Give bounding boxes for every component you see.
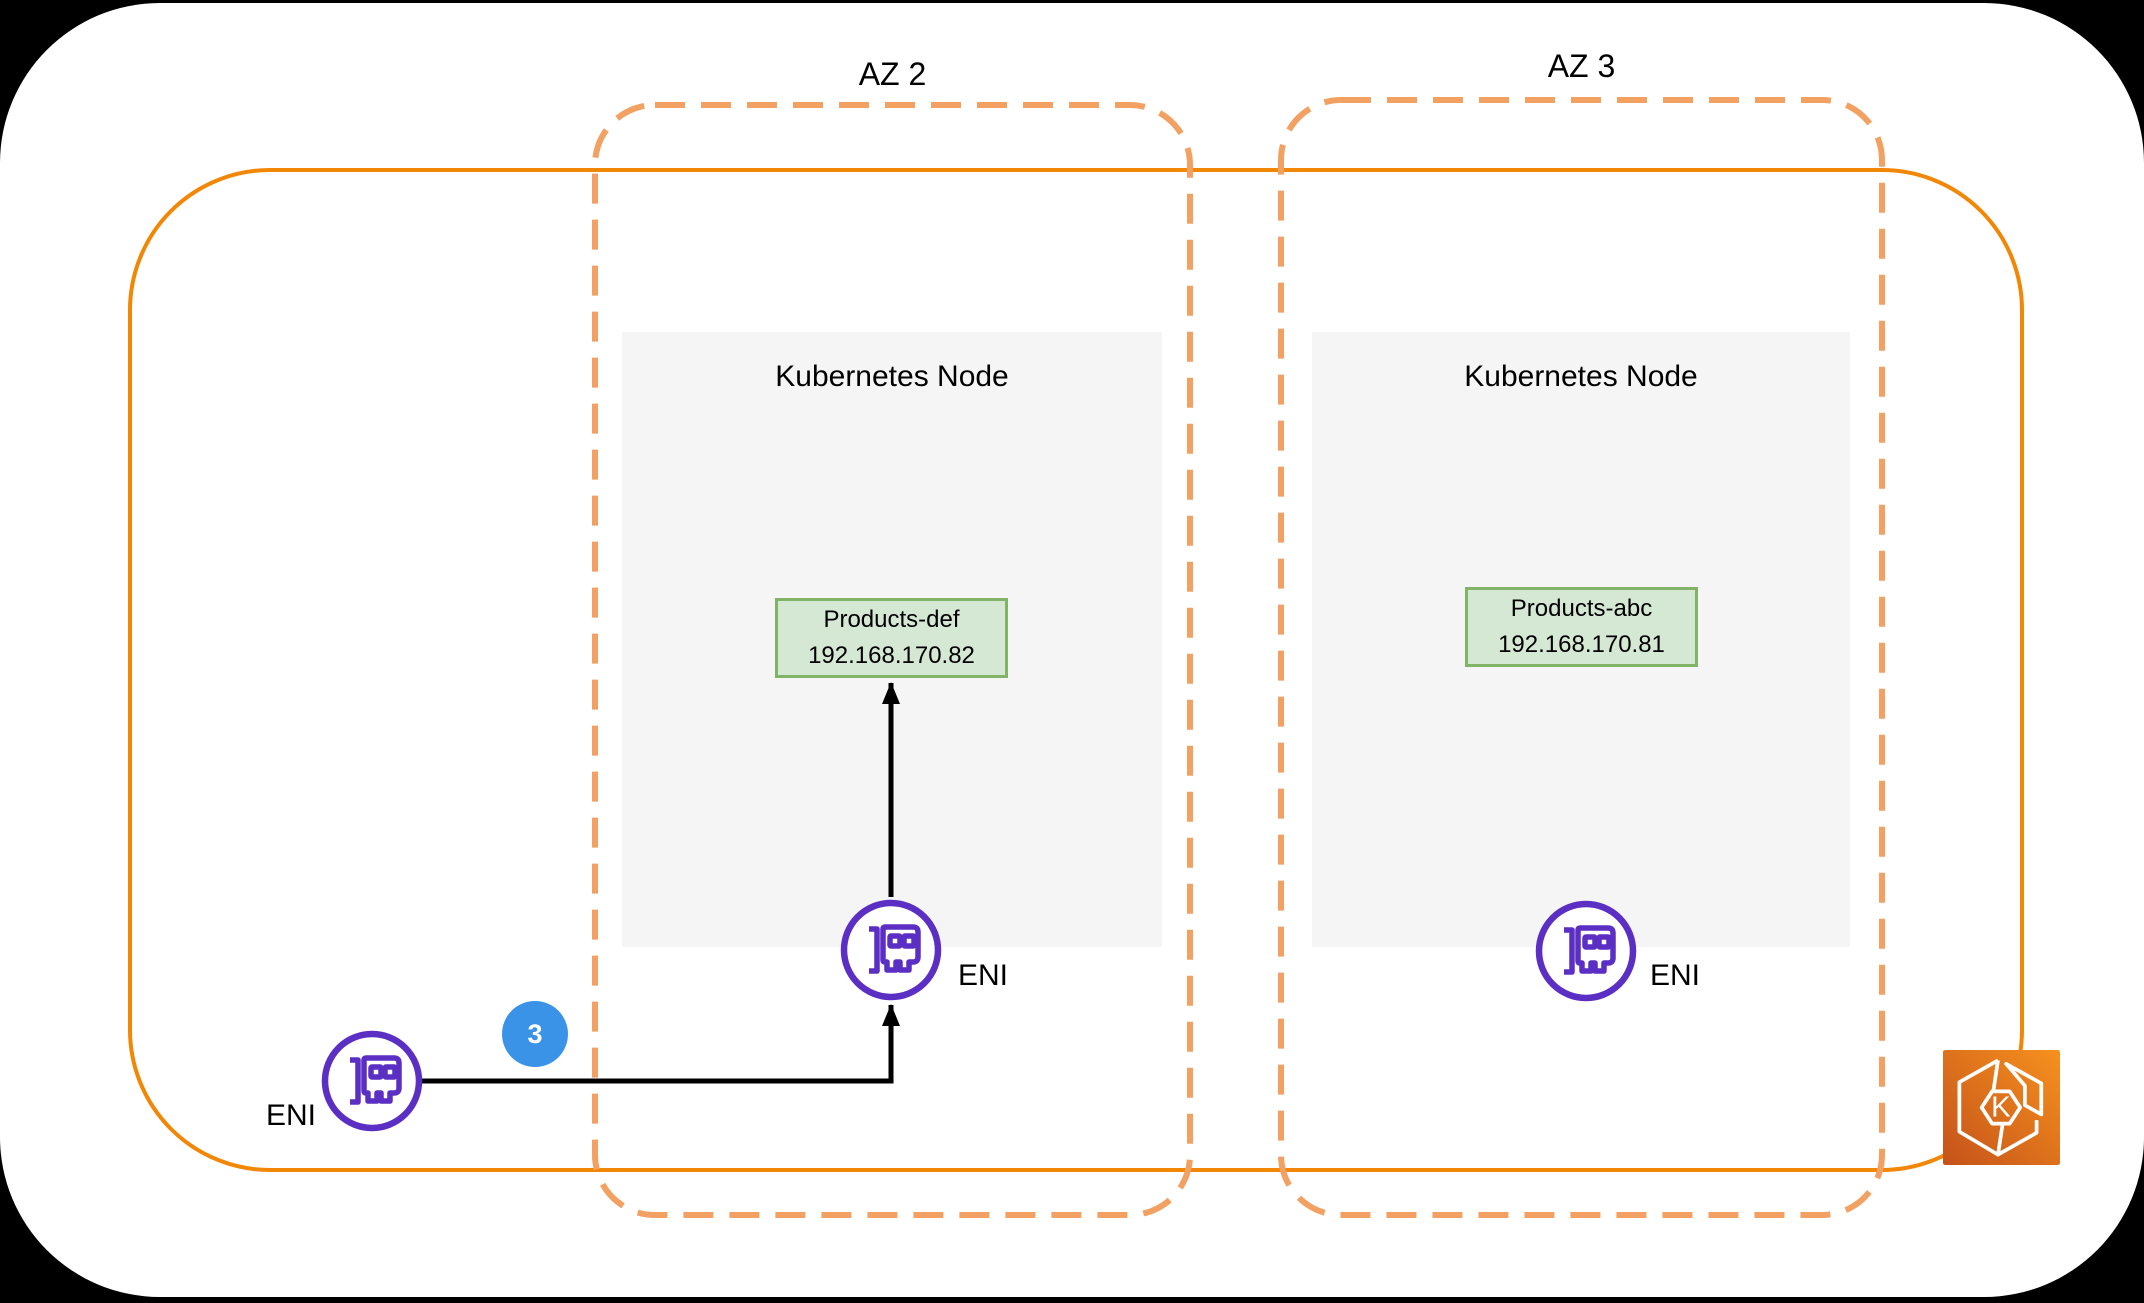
pod-name: Products-abc xyxy=(1510,595,1653,622)
pod-products-def: Products-def 192.168.170.82 xyxy=(775,598,1008,678)
step-number-badge: 3 xyxy=(502,1001,568,1067)
node-title-az3: Kubernetes Node xyxy=(1464,360,1698,393)
node-title-az2: Kubernetes Node xyxy=(775,360,1009,393)
eni-icon xyxy=(839,898,943,1002)
eks-letter: K xyxy=(1991,1092,2011,1124)
az2-label: AZ 2 xyxy=(858,56,927,92)
pod-ip: 192.168.170.81 xyxy=(1498,631,1665,658)
eni-icon xyxy=(1534,899,1638,1003)
step-number: 3 xyxy=(527,1018,543,1049)
pod-products-abc: Products-abc 192.168.170.81 xyxy=(1465,587,1698,667)
amazon-eks-icon: K xyxy=(1943,1050,2060,1165)
az3-label: AZ 3 xyxy=(1547,48,1616,84)
pod-name: Products-def xyxy=(823,606,960,633)
eni-label: ENI xyxy=(958,959,1009,992)
pod-ip: 192.168.170.82 xyxy=(808,642,975,669)
eni-icon xyxy=(320,1029,424,1133)
eni-label: ENI xyxy=(266,1099,317,1132)
eni-label: ENI xyxy=(1650,959,1701,992)
